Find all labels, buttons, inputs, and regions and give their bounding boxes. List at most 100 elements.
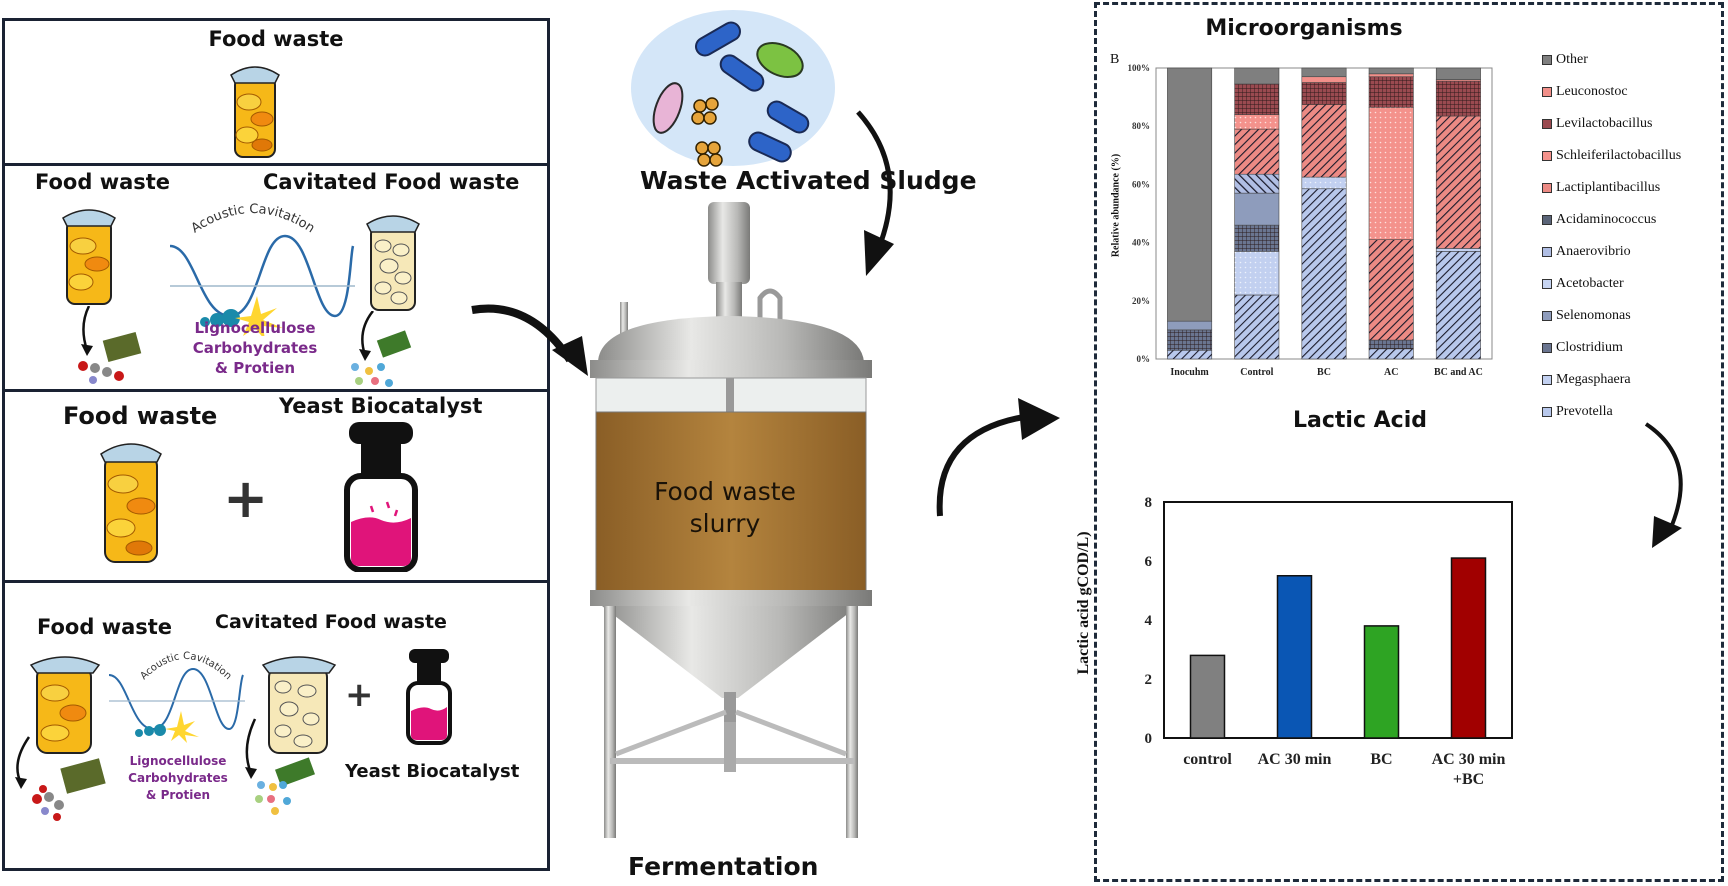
components-label: Lignocellulose Carbohydrates & Protien (175, 318, 335, 378)
lactic-ylabel: Lactic acid gCOD/L) (1075, 531, 1092, 675)
x-tick-label: control (1183, 751, 1232, 768)
y-tick-label: 0 (1145, 731, 1153, 747)
stack-segment-pattern (1234, 129, 1279, 175)
broken-molecule-icon (351, 311, 412, 387)
panel-food-waste: Food waste (5, 21, 547, 166)
legend-label: Selenomonas (1556, 308, 1631, 323)
cavitated-food-jar-icon (261, 656, 337, 754)
reactor-label-line2: slurry (689, 509, 761, 538)
legend-swatch (1542, 407, 1552, 417)
plot-frame (1163, 501, 1513, 739)
stack-segment-pattern (1234, 84, 1279, 115)
legend-swatch (1542, 151, 1552, 161)
yeast-bottle-icon (344, 422, 418, 572)
legend-label: Lactiplantibacillus (1556, 180, 1661, 195)
y-tick-label: 2 (1145, 672, 1153, 688)
food-waste-jar-icon (29, 656, 101, 754)
stack-segment-pattern (1369, 340, 1414, 349)
x-tick-label: BC (1317, 367, 1331, 378)
stack-segment-other (1301, 67, 1347, 78)
component-carbohydrates: Carbohydrates (192, 339, 318, 357)
stack-ylabel: Relative abundance (%) (1110, 153, 1122, 258)
results-box (1094, 2, 1724, 882)
stack-segment-pattern (1301, 82, 1347, 105)
panel-cavitation-yeast: Food waste Cavitated Food waste Acoustic… (5, 583, 547, 868)
legend-label: Schleiferilactobacillus (1556, 148, 1682, 163)
stack-segment-selenomonas (1167, 320, 1213, 331)
sludge-label: Waste Activated Sludge (640, 166, 977, 195)
legend-label: Clostridium (1556, 340, 1623, 355)
legend-label: Acetobacter (1556, 276, 1624, 291)
bar-control (1189, 654, 1226, 739)
panel-cavitation: Food waste Cavitated Food waste (5, 166, 547, 392)
stack-segment-other (1234, 67, 1280, 85)
broken-molecule-icon (245, 718, 315, 815)
legend-item: Clostridium (1542, 332, 1681, 364)
bar-ac-30-min (1276, 575, 1313, 739)
x-tick-label: AC 30 min (1258, 751, 1332, 768)
acoustic-cavitation-wave (169, 234, 355, 336)
legend-label: Acidaminococcus (1556, 212, 1657, 227)
fermentation-reactor: Food waste slurry (570, 198, 900, 838)
lactic-acid-title: Lactic Acid (1292, 408, 1428, 433)
x-tick-label: BC and AC (1434, 367, 1483, 378)
stack-segment-pattern (1369, 76, 1414, 108)
x-tick-label: AC (1384, 367, 1398, 378)
stack-segment-pattern (1436, 251, 1481, 359)
acoustic-cavitation-wave (108, 667, 245, 743)
y-tick-label: 60% (1132, 179, 1150, 189)
legend-swatch (1542, 215, 1552, 225)
legend-label: Other (1556, 52, 1588, 67)
stack-segment-pattern (1234, 114, 1279, 130)
stack-segment-other (1368, 67, 1414, 75)
microorganisms-title: Microorganisms (1205, 16, 1403, 41)
legend-label: Megasphaera (1556, 372, 1631, 387)
panel2-food-waste-title: Food waste (35, 170, 171, 194)
stack-segment-pattern (1369, 239, 1414, 341)
y-tick-label: 100% (1128, 63, 1151, 73)
panel1-title: Food waste (208, 27, 344, 51)
component-lignocellulose: Lignocellulose (129, 754, 227, 768)
legend-swatch (1542, 87, 1552, 97)
stack-segment-pattern (1234, 294, 1279, 359)
panel-letter: B (1110, 52, 1120, 67)
legend-item: Lactiplantibacillus (1542, 172, 1681, 204)
stack-segment-pattern (1369, 348, 1414, 359)
legend-label: Leuconostoc (1556, 84, 1628, 99)
panel-yeast-biocatalyst: Food waste Yeast Biocatalyst + (5, 392, 547, 583)
legend-swatch (1542, 279, 1552, 289)
x-tick-label: Control (1240, 367, 1273, 378)
legend-swatch (1542, 343, 1552, 353)
arrow-to-lactic-icon (1644, 422, 1683, 548)
stack-segment-other (1167, 67, 1213, 322)
molecule-fiber-icon (78, 306, 142, 384)
legend-item: Anaerovibrio (1542, 236, 1681, 268)
legend-item: Selenomonas (1542, 300, 1681, 332)
stack-segment-pattern (1167, 350, 1212, 359)
y-tick-label: 0% (1137, 354, 1151, 364)
y-tick-label: 4 (1145, 613, 1153, 629)
x-tick-label: BC (1370, 751, 1392, 768)
legend-item: Leuconostoc (1542, 76, 1681, 108)
stack-segment-pattern (1369, 107, 1414, 240)
x-tick-label: AC 30 min (1432, 751, 1506, 768)
stack-segment-pattern (1301, 188, 1347, 359)
bar-ac-30-min-bc (1450, 557, 1487, 739)
component-lignocellulose: Lignocellulose (194, 319, 316, 337)
bar-bc (1363, 625, 1400, 739)
legend-swatch (1542, 311, 1552, 321)
legend-swatch (1542, 119, 1552, 129)
stack-segment-selenomonas (1234, 192, 1280, 226)
food-waste-jar-icon (62, 209, 116, 305)
stack-segment-leuconostoc (1368, 73, 1414, 78)
sludge-microbes-icon (631, 10, 835, 167)
cavitated-food-jar-icon (366, 215, 420, 311)
panel3-food-waste-title: Food waste (63, 402, 218, 430)
food-waste-jar-icon (100, 443, 162, 563)
legend-label: Levilactobacillus (1556, 116, 1653, 131)
x-tick-label: +BC (1453, 771, 1484, 788)
stack-segment-pattern (1167, 329, 1212, 351)
y-tick-label: 6 (1145, 554, 1153, 570)
